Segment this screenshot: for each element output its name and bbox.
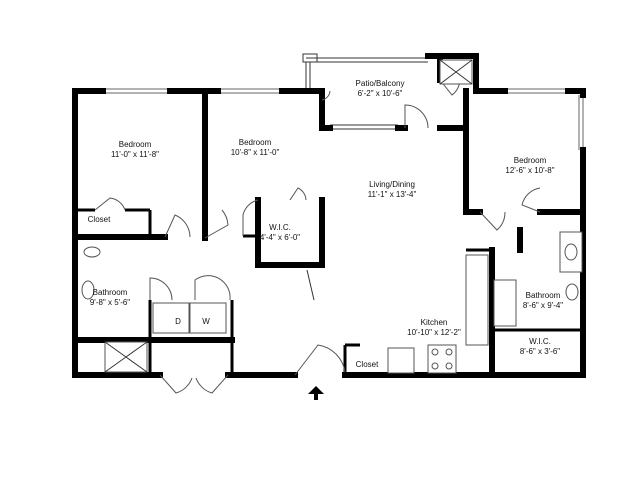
kitchen-dims: 10'-10" x 12'-2"	[407, 328, 461, 337]
dryer-text: D	[175, 317, 181, 326]
fixtures	[81, 59, 583, 374]
bedroom3-name: Bedroom	[513, 156, 547, 165]
closet1-name: Closet	[87, 215, 111, 224]
entry-arrow-icon	[308, 386, 324, 400]
closet2-label: Closet	[350, 360, 384, 370]
bedroom1-name: Bedroom	[118, 140, 152, 149]
bedroom2-name: Bedroom	[238, 138, 272, 147]
bedroom3-dims: 12'-6" x 10'-8"	[505, 166, 555, 175]
washer-text: W	[202, 317, 210, 326]
closet1-label: Closet	[80, 215, 118, 225]
bedroom2-label: Bedroom 10'-8" x 11'-0"	[215, 138, 295, 158]
walls	[72, 53, 586, 378]
wic1-name: W.I.C.	[269, 223, 291, 232]
bath1-name: Bathroom	[92, 288, 128, 297]
bedroom2-dims: 10'-8" x 11'-0"	[230, 148, 280, 157]
bedroom1-label: Bedroom 11'-0" x 11'-8"	[95, 140, 175, 160]
living-dims: 11'-1" x 13'-4"	[367, 190, 417, 199]
wic1-dims: 4'-4" x 6'-0"	[259, 233, 301, 242]
closet2-name: Closet	[355, 360, 379, 369]
washer-label: W	[198, 317, 214, 327]
bath2-label: Bathroom 8'-6" x 9'-4"	[515, 291, 571, 311]
patio-dims: 6'-2" x 10'-6"	[357, 89, 403, 98]
wic2-label: W.I.C. 8'-6" x 3'-6"	[510, 337, 570, 357]
kitchen-label: Kitchen 10'-10" x 12'-2"	[394, 318, 474, 338]
dryer-label: D	[170, 317, 186, 327]
bath1-label: Bathroom 9'-8" x 5'-6"	[80, 288, 140, 308]
bath2-name: Bathroom	[525, 291, 561, 300]
wic2-name: W.I.C.	[529, 337, 551, 346]
living-name: Living/Dining	[369, 180, 415, 189]
bath1-dims: 9'-8" x 5'-6"	[89, 298, 131, 307]
wic2-dims: 8'-6" x 3'-6"	[519, 347, 561, 356]
living-label: Living/Dining 11'-1" x 13'-4"	[352, 180, 432, 200]
windows	[103, 88, 584, 150]
patio-name: Patio/Balcony	[355, 79, 405, 88]
kitchen-name: Kitchen	[420, 318, 448, 327]
bedroom3-label: Bedroom 12'-6" x 10'-8"	[490, 156, 570, 176]
bedroom1-dims: 11'-0" x 11'-8"	[110, 150, 159, 159]
bath2-dims: 8'-6" x 9'-4"	[522, 301, 564, 310]
wic1-label: W.I.C. 4'-4" x 6'-0"	[255, 223, 305, 243]
patio-label: Patio/Balcony 6'-2" x 10'-6"	[340, 79, 420, 99]
patio-outline	[302, 53, 428, 130]
